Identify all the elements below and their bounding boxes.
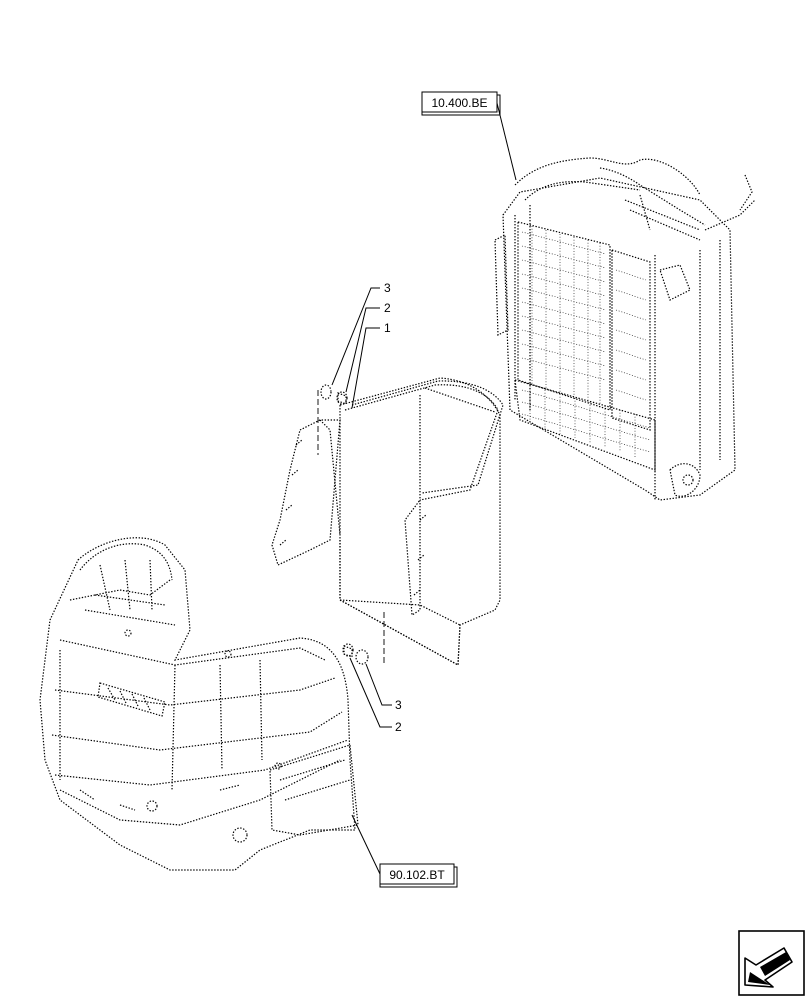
callout-part-3-bottom: 3 bbox=[395, 698, 402, 712]
front-hood-assembly bbox=[39, 537, 359, 871]
reference-box-bottom[interactable]: 90.102.BT bbox=[379, 863, 458, 888]
reference-box-top[interactable]: 10.400.BE bbox=[421, 91, 501, 116]
reference-label-top: 10.400.BE bbox=[431, 96, 487, 110]
arrow-icon[interactable] bbox=[738, 930, 805, 996]
top-bolt-and-washer bbox=[320, 384, 348, 405]
callout-part-3-top: 3 bbox=[384, 281, 391, 295]
callout-part-2-top: 2 bbox=[384, 301, 391, 315]
callout-part-2-bottom: 2 bbox=[395, 720, 402, 734]
radiator-assembly bbox=[494, 157, 756, 501]
shroud-panel bbox=[271, 377, 504, 666]
bottom-bolt-and-washer bbox=[342, 643, 369, 665]
reference-label-bottom: 90.102.BT bbox=[389, 868, 445, 882]
callout-part-1: 1 bbox=[384, 321, 391, 335]
